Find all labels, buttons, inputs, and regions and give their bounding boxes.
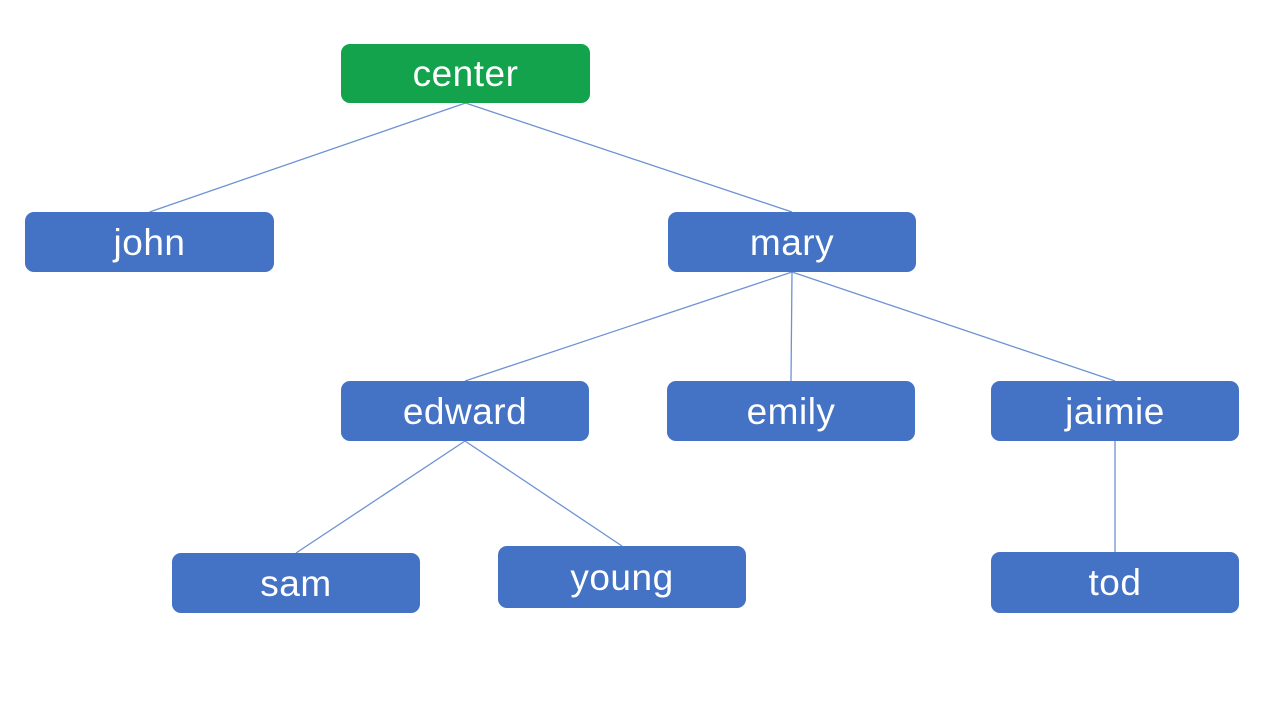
node-label-tod: tod xyxy=(1088,562,1142,603)
node-label-sam: sam xyxy=(260,562,332,604)
node-tod[interactable]: tod xyxy=(991,552,1239,613)
node-young[interactable]: young xyxy=(498,546,746,608)
edge-center-mary xyxy=(465,102,793,213)
node-sam[interactable]: sam xyxy=(172,553,420,613)
node-label-emily: emily xyxy=(746,390,836,432)
node-edward[interactable]: edward xyxy=(341,381,589,441)
node-emily[interactable]: emily xyxy=(667,381,915,441)
edge-center-john xyxy=(149,102,466,213)
node-john[interactable]: john xyxy=(25,212,274,272)
node-label-edward: edward xyxy=(402,390,528,432)
node-label-mary: mary xyxy=(749,221,835,263)
node-label-center: center xyxy=(412,53,519,94)
node-label-jaimie: jaimie xyxy=(1065,390,1165,432)
edge-mary-emily xyxy=(790,271,793,382)
edge-edward-sam xyxy=(295,440,466,554)
node-label-young: young xyxy=(570,556,674,598)
edge-mary-edward xyxy=(464,271,793,382)
node-jaimie[interactable]: jaimie xyxy=(991,381,1239,441)
edge-mary-jaimie xyxy=(791,271,1116,382)
node-mary[interactable]: mary xyxy=(668,212,916,272)
edge-edward-young xyxy=(464,440,623,547)
node-label-john: john xyxy=(113,221,186,263)
node-center[interactable]: center xyxy=(341,44,590,103)
